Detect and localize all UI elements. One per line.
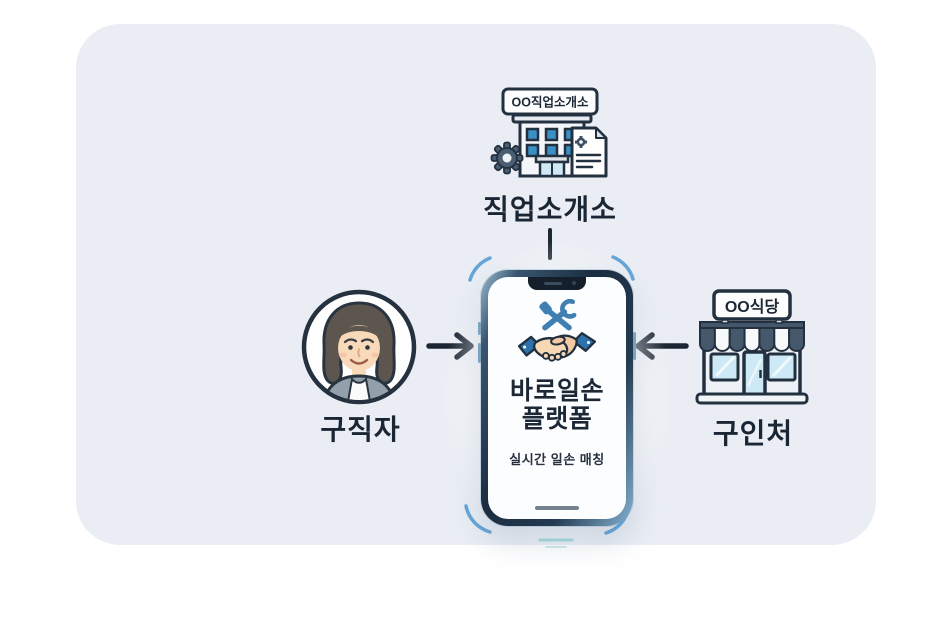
employer-label: 구인처 bbox=[712, 418, 794, 449]
eye-left bbox=[348, 345, 353, 350]
store-base bbox=[695, 392, 809, 405]
store-windows bbox=[709, 352, 797, 382]
store-sign-text: OO식당 bbox=[725, 298, 780, 316]
gear-icon bbox=[490, 141, 524, 175]
hair-fringe bbox=[340, 325, 378, 337]
volume-button bbox=[478, 343, 481, 363]
app-title-line1: 바로일손 bbox=[509, 377, 604, 405]
speaker-slot bbox=[544, 282, 562, 285]
job-agency-building-icon: OO직업소개소 bbox=[490, 87, 608, 178]
document-icon bbox=[570, 126, 608, 178]
job-seeker-label: 구직자 bbox=[320, 414, 401, 445]
smile bbox=[349, 358, 369, 365]
diagram-card: OO직업소개소 직업소개소 bbox=[76, 24, 876, 556]
face bbox=[338, 325, 380, 371]
phone-screen: 바로일손 플랫폼 실시간 일손 매칭 bbox=[488, 277, 626, 519]
building-roof bbox=[511, 113, 593, 124]
home-indicator-bar bbox=[535, 506, 579, 510]
crossed-tools-icon bbox=[539, 299, 577, 331]
agency-sign bbox=[501, 87, 599, 116]
power-button bbox=[633, 332, 636, 360]
restaurant-store-icon: OO식당 bbox=[695, 289, 809, 405]
agency-sign-text: OO직업소개소 bbox=[512, 95, 589, 110]
camera-dot bbox=[572, 281, 576, 285]
phone-notch bbox=[528, 277, 586, 290]
app-subtitle: 실시간 일손 매칭 bbox=[509, 452, 605, 467]
handshake-icon bbox=[517, 332, 597, 362]
volume-button bbox=[478, 322, 481, 335]
store-sign bbox=[712, 289, 792, 321]
app-title: 바로일손 플랫폼 bbox=[510, 377, 604, 433]
store-door bbox=[742, 350, 767, 398]
eyebrows bbox=[343, 338, 375, 344]
handshake-tools-icon bbox=[517, 299, 597, 362]
job-seeker-avatar bbox=[301, 289, 417, 405]
eye-right bbox=[365, 345, 370, 350]
job-agency-label: 직업소개소 bbox=[483, 194, 617, 225]
nose bbox=[357, 348, 361, 358]
smartphone: 바로일손 플랫폼 실시간 일손 매칭 bbox=[478, 270, 636, 526]
store-awning bbox=[699, 321, 805, 352]
shirt bbox=[345, 376, 373, 400]
app-title-line2: 플랫폼 bbox=[521, 405, 593, 433]
